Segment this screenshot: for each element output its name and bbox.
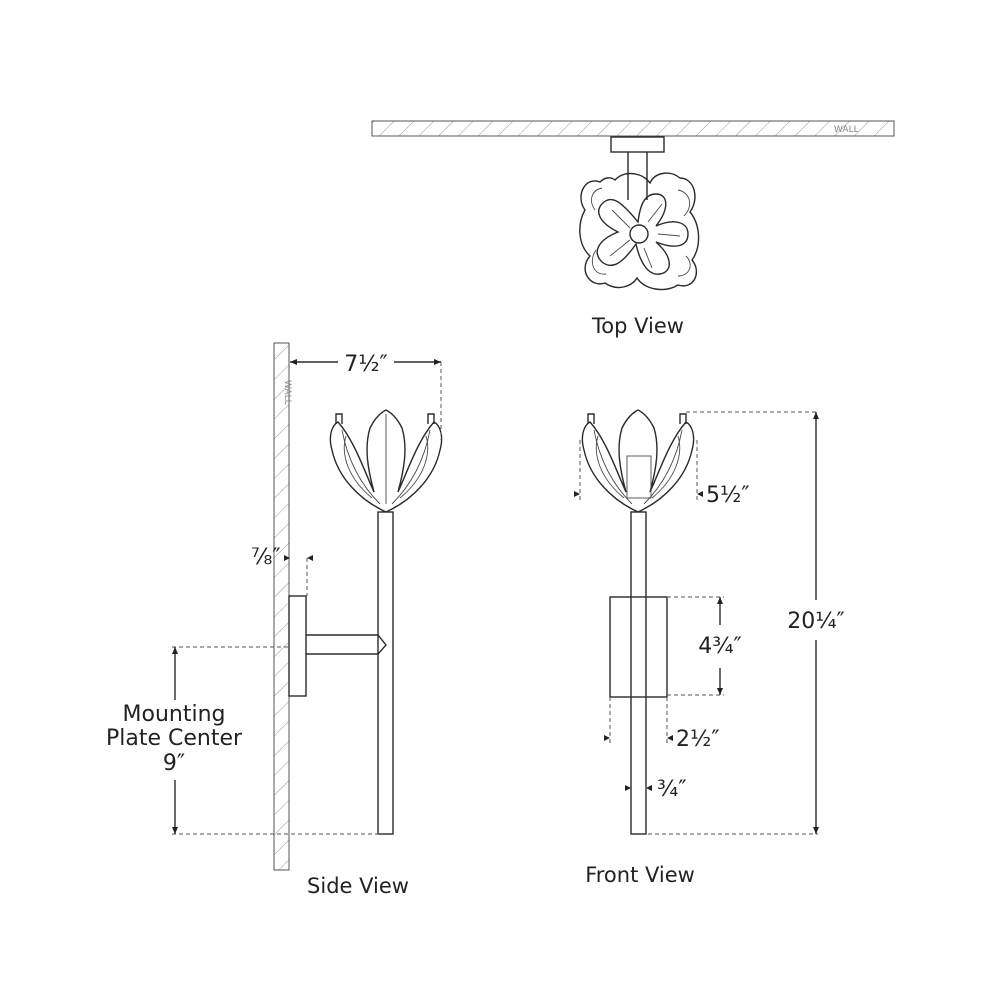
side-stem: [377, 511, 394, 835]
mounting-label-line1: Mounting: [123, 702, 226, 727]
top-center-socket: [629, 224, 649, 244]
top-view-label: Top View: [591, 314, 684, 338]
side-arm: [306, 634, 387, 655]
top-view: WALL Top View: [371, 120, 895, 338]
dim-extension: 7½″: [344, 352, 388, 377]
dim-overall-height: 20¼″: [787, 609, 845, 634]
side-flower: [329, 409, 443, 513]
dim-shade-width: 5½″: [706, 483, 750, 508]
side-wall: [273, 342, 290, 871]
top-flower-inner-petals: [596, 193, 689, 275]
top-wall: [371, 120, 895, 137]
dim-backplate-width: 2½″: [676, 727, 720, 752]
top-wall-label: WALL: [834, 125, 859, 135]
top-flower-outer-petals: [579, 172, 700, 291]
front-backplate: [609, 596, 668, 698]
front-view-label: Front View: [585, 863, 695, 887]
front-view: 5½″ 20¼″ 4¾″ 2½″ ¾″ Front View: [574, 409, 845, 887]
mounting-label-line2: Plate Center: [106, 726, 243, 751]
dim-backplate-depth: ⅞″: [251, 545, 281, 570]
top-backplate: [610, 136, 665, 153]
front-stem: [630, 511, 647, 835]
front-socket: [626, 455, 652, 499]
side-backplate: [288, 595, 307, 697]
side-view: WALL 7½″ ⅞″ Mounting Plate Center 9″: [106, 342, 443, 898]
front-flower: [581, 409, 695, 513]
dim-backplate-height: 4¾″: [698, 634, 742, 659]
dim-stem-width: ¾″: [657, 777, 687, 802]
mounting-value: 9″: [163, 751, 185, 776]
side-view-label: Side View: [307, 874, 409, 898]
side-wall-label: WALL: [282, 380, 292, 405]
